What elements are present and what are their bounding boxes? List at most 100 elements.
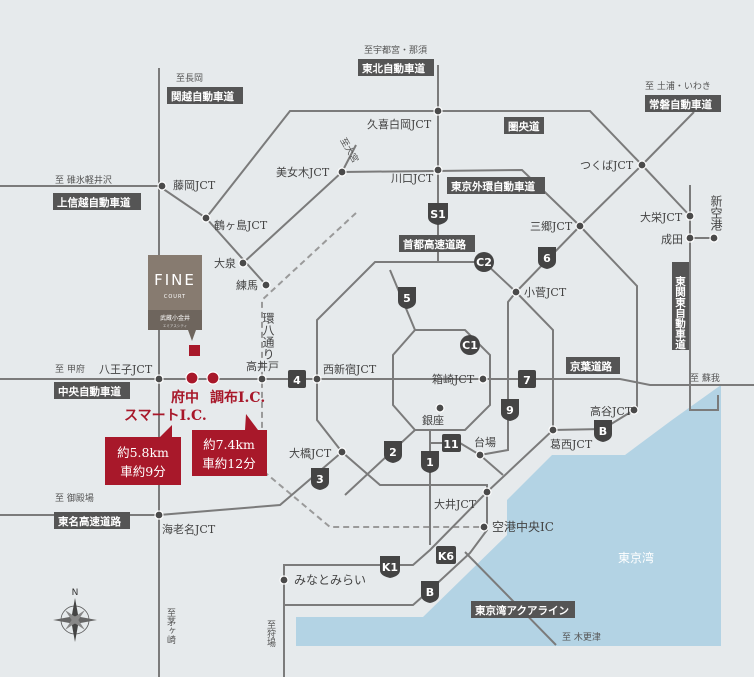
route-badges: S1 C2 6 5 C1 4 7 9 B 2 11 1 3 K1 K6 B (288, 203, 612, 603)
route-badge-1: 1 (421, 451, 439, 473)
places-takaido-label: 高井戸 (246, 359, 279, 373)
places-nishishinjuku-label: 西新宿JCT (323, 362, 377, 376)
badges-8-label: B (599, 425, 607, 438)
badges-5-label: 4 (293, 374, 301, 387)
kanpachi-road (261, 212, 484, 528)
interchanges-fuchu_time-label: 車約9分 (120, 464, 165, 479)
places-tsukuba-label: つくばJCT (580, 159, 634, 172)
route-badge-b-south: B (421, 581, 439, 603)
places-ohashi-label: 大橋JCT (289, 446, 332, 460)
place-labels: 久喜白岡JCT 美女木JCT 川口JCT 藤岡JCT 鶴ヶ島JCT つくばJCT… (99, 117, 723, 587)
destinations-chigasaki-label: 至茅ヶ崎 (165, 608, 176, 644)
places-misato-label: 三郷JCT (530, 219, 573, 233)
places-oizumi-label: 大泉 (214, 256, 236, 270)
fuchu-callout: 約5.8km 車約9分 (105, 425, 181, 485)
destinations-tsuchiura-label: 至 土浦・いわき (645, 80, 711, 92)
route-badge-6: 6 (538, 247, 556, 269)
route-badge-c1: C1 (460, 335, 480, 355)
destinations-gotemba-label: 至 御殿場 (55, 492, 94, 504)
interchanges-chofu_dist-label: 約7.4km (203, 437, 255, 452)
route-badge-3: 3 (311, 468, 329, 490)
roads-shutoko-label: 首都高速道路 (403, 238, 466, 251)
places-kuki-label: 久喜白岡JCT (367, 117, 432, 131)
badges-7-label: 9 (506, 404, 514, 417)
places-narita-label: 成田 (661, 233, 683, 246)
route-badge-2: 2 (384, 441, 402, 463)
route-badge-b: B (594, 420, 612, 442)
tokyo-bay (296, 385, 721, 646)
property-name_sub-label: エミアスシティ (163, 323, 187, 328)
places-airport-label: 新空港 (709, 194, 723, 231)
places-kukochuo-label: 空港中央IC (492, 519, 554, 534)
roads-kenodo-label: 圏央道 (508, 120, 540, 133)
interchanges-chofu-label: 調布I.C. (210, 389, 265, 406)
route-badge-k1: K1 (380, 556, 400, 578)
places-taiei-label: 大栄JCT (640, 210, 683, 224)
places-koya-label: 高谷JCT (590, 404, 633, 418)
property-marker (189, 345, 200, 356)
property-name-label: 武蔵小金井 (160, 314, 190, 322)
route-badge-9: 9 (501, 399, 519, 421)
property-brand-label: FINE (154, 271, 196, 289)
interchanges-fuchu_line1-label: 府中 (171, 389, 199, 406)
junction-dots (154, 106, 719, 585)
places-fujioka-label: 藤岡JCT (173, 179, 216, 192)
roads-keiyo-label: 京葉道路 (570, 360, 612, 373)
badges-1-label: C2 (476, 256, 492, 269)
badges-14-label: K6 (438, 550, 455, 563)
badges-15-label: B (426, 586, 434, 599)
roads-tohoku-label: 東北自動車道 (362, 62, 425, 75)
badges-11-label: 1 (426, 456, 434, 469)
tokyo-bay-label: 東京湾 (618, 550, 654, 565)
road-labels: 東北自動車道 関越自動車道 常磐自動車道 圏央道 東京外環自動車道 上信越自動車… (53, 59, 721, 618)
roads-chuo-label: 中央自動車道 (58, 385, 121, 398)
route-badge-c2: C2 (474, 252, 494, 272)
roads-higashikanto-label: 東関東自動車道 (674, 275, 686, 350)
route-badge-5: 5 (398, 287, 416, 309)
places-hakozaki-label: 箱崎JCT (432, 372, 475, 386)
roads-tomei-label: 東名高速道路 (58, 515, 121, 528)
roads-aqualine-label: 東京湾アクアライン (475, 604, 569, 617)
destinations-nagaoka-label: 至長岡 (176, 73, 203, 84)
places-kasai-label: 葛西JCT (550, 438, 593, 451)
badges-9-label: 2 (389, 446, 397, 459)
route-badge-4: 4 (288, 370, 306, 388)
places-minatomirai-label: みなとみらい (294, 573, 366, 587)
interchanges-chofu_time-label: 車約12分 (202, 456, 255, 471)
places-bijogi-label: 美女木JCT (276, 165, 330, 179)
compass-rose-icon: N (53, 588, 97, 642)
property-sub-label: COURT (164, 294, 186, 300)
places-daiba-label: 台場 (474, 435, 496, 449)
destinations-karuizawa-label: 至 碓氷軽井沢 (55, 174, 112, 186)
destinations-kisarazu-label: 至 木更津 (562, 631, 601, 643)
roads-gaikan-label: 東京外環自動車道 (451, 180, 535, 193)
places-ebina-label: 海老名JCT (162, 522, 216, 536)
compass-north-label: N (72, 588, 79, 598)
badges-10-label: 11 (443, 438, 458, 451)
route-badge-11: 11 (442, 434, 461, 452)
destinations-soga-label: 至 蘇我 (690, 372, 720, 384)
badges-2-label: 6 (543, 252, 551, 265)
roads-joshinetsu-label: 上信越自動車道 (57, 196, 131, 209)
destinations-kofu-label: 至 甲府 (55, 363, 85, 375)
route-badge-k6: K6 (436, 546, 456, 564)
badges-13-label: K1 (382, 561, 398, 574)
places-tsurugashima-label: 鶴ヶ島JCT (214, 218, 268, 232)
route-badge-7: 7 (518, 370, 536, 388)
badges-12-label: 3 (316, 473, 324, 486)
roads-kanpachi-label: 環八通り (261, 312, 275, 360)
destinations-omiya-label: 至大宮 (337, 136, 361, 165)
badges-3-label: 5 (403, 292, 411, 305)
places-nerima-label: 練馬 (236, 278, 258, 292)
roads-kanetsu-label: 関越自動車道 (171, 90, 234, 103)
interchange-markers: 府中 スマートI.C. 調布I.C. (124, 371, 265, 424)
badges-0-label: S1 (430, 208, 446, 221)
interchanges-fuchu_line2-label: スマートI.C. (124, 408, 207, 424)
badges-6-label: 7 (523, 374, 531, 387)
places-ginza-label: 銀座 (422, 413, 444, 427)
chofu-callout: 約7.4km 車約12分 (192, 414, 267, 476)
badges-4-label: C1 (462, 339, 478, 352)
places-kawaguchi-label: 川口JCT (391, 172, 434, 185)
destinations-karibazaka-label: 至狩場 (265, 620, 276, 648)
